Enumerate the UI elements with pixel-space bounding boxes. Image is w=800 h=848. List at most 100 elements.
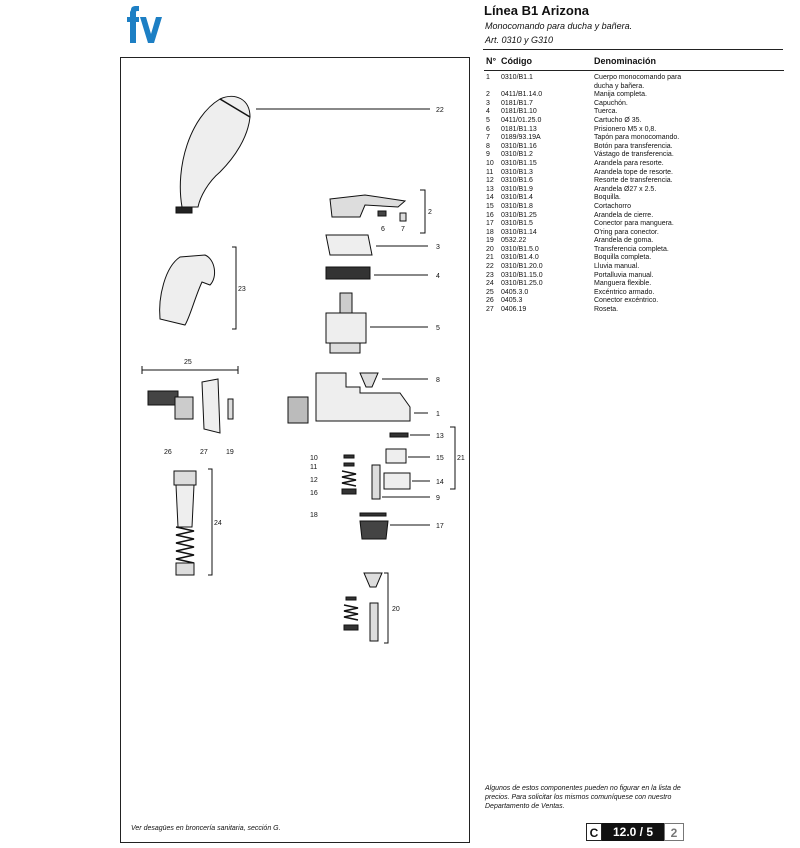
part-number: 21: [486, 254, 494, 262]
part-code: 0310/B1.4.0: [501, 254, 539, 262]
part-code: 0310/B1.2: [501, 151, 533, 159]
part-description: Portalluvia manual.: [594, 271, 654, 279]
part-number: 13: [486, 185, 494, 193]
part-code: 0310/B1.15.0: [501, 271, 543, 279]
callout-26: 26: [164, 449, 172, 456]
callout-8: 8: [436, 377, 440, 384]
table-row: 14 0310/B1.4 Boquilla.: [484, 194, 784, 203]
part-number: 2: [486, 91, 490, 99]
part-number: 24: [486, 280, 494, 288]
callout-24: 24: [214, 520, 222, 527]
part-description: Vástago de transferencia.: [594, 151, 674, 159]
callout-6: 6: [381, 226, 385, 233]
callout-5: 5: [436, 325, 440, 332]
callout-23: 23: [238, 286, 246, 293]
document-subtitle: Monocomando para ducha y bañera.: [485, 21, 633, 31]
part-number: 25: [486, 288, 494, 296]
hand-shower-drawing: [175, 95, 430, 214]
part-number: 14: [486, 194, 494, 202]
part-number: 6: [486, 125, 490, 133]
part-code: 0310/B1.5.0: [501, 245, 539, 253]
callout-16: 16: [310, 490, 318, 497]
callout-4: 4: [436, 273, 440, 280]
part-number: 19: [486, 237, 494, 245]
part-description: Arandela para resorte.: [594, 159, 664, 167]
part-code: 0532.22: [501, 237, 527, 245]
part-code: 0310/B1.14: [501, 228, 537, 236]
part-code: 0411/B1.14.0: [501, 91, 543, 99]
col-description-header: Denominación: [594, 56, 657, 66]
part-code: 0406.19: [501, 306, 527, 314]
part-number: 8: [486, 142, 490, 150]
part-description: Arandela de cierre.: [594, 211, 654, 219]
callout-21: 21: [457, 455, 465, 462]
part-description: Boquilla.: [594, 194, 621, 202]
callout-15: 15: [436, 455, 444, 462]
col-code-header: Código: [501, 56, 532, 66]
col-number-header: N°: [486, 56, 497, 66]
callout-12: 12: [310, 477, 318, 484]
part-number: 11: [486, 168, 494, 176]
part-description: O'ring para conector.: [594, 228, 659, 236]
part-number: 9: [486, 151, 490, 159]
callout-14: 14: [436, 479, 444, 486]
button-drawing: [359, 372, 379, 388]
part-code: 0310/B1.15: [501, 159, 537, 167]
part-number: 1: [486, 74, 490, 81]
part-code: 0181/B1.10: [501, 108, 537, 116]
part-description: Prisionero M5 x 0,8.: [594, 125, 657, 133]
callout-25: 25: [184, 359, 192, 366]
callout-27: 27: [200, 449, 208, 456]
part-code: 0310/B1.25: [501, 211, 537, 219]
part-number: 26: [486, 297, 494, 305]
part-code: 0405.3.0: [501, 288, 529, 296]
part-number: 3: [486, 99, 490, 107]
header-divider: [483, 49, 783, 50]
table-divider: [484, 70, 784, 71]
drawing-frame: [120, 57, 470, 843]
part-code: 0181/B1.7: [501, 99, 533, 107]
page-number: 12.0 / 5: [602, 823, 664, 841]
part-description: Resorte de transferencia.: [594, 177, 673, 185]
callout-19: 19: [226, 449, 234, 456]
part-code: 0181/B1.13: [501, 125, 537, 133]
part-number: 12: [486, 177, 494, 185]
part-code: 0189/93.19A: [501, 134, 541, 142]
document-title: Línea B1 Arizona: [484, 3, 589, 18]
nut-drawing: [325, 266, 371, 280]
part-description: Tapón para monocomando.: [594, 134, 680, 142]
callout-22: 22: [436, 107, 444, 114]
part-code: 0310/B1.6: [501, 177, 533, 185]
handle-drawing: [329, 189, 426, 234]
sheet-number: 2: [664, 823, 684, 841]
part-code: 0310/B1.4: [501, 194, 533, 202]
part-description: Transferencia completa.: [594, 245, 669, 253]
part-number: 17: [486, 220, 494, 228]
callout-13: 13: [436, 433, 444, 440]
part-description: Manija completa.: [594, 91, 647, 99]
part-number: 22: [486, 263, 494, 271]
part-code: 0310/B1.8: [501, 202, 533, 210]
table-row: 2 0411/B1.14.0 Manija completa.: [484, 91, 784, 100]
callout-1: 1: [436, 411, 440, 418]
hose-drawing: [173, 468, 213, 576]
part-number: 16: [486, 211, 494, 219]
callout-11: 11: [310, 464, 317, 471]
exploded-diagram: 1 2 3 4 5 6 7 8 9 10 11 12 13 14 15 16 1…: [141, 95, 465, 644]
callout-10: 10: [310, 455, 318, 462]
parts-table-header: N° Código Denominación: [484, 56, 784, 72]
callout-9: 9: [436, 495, 440, 502]
